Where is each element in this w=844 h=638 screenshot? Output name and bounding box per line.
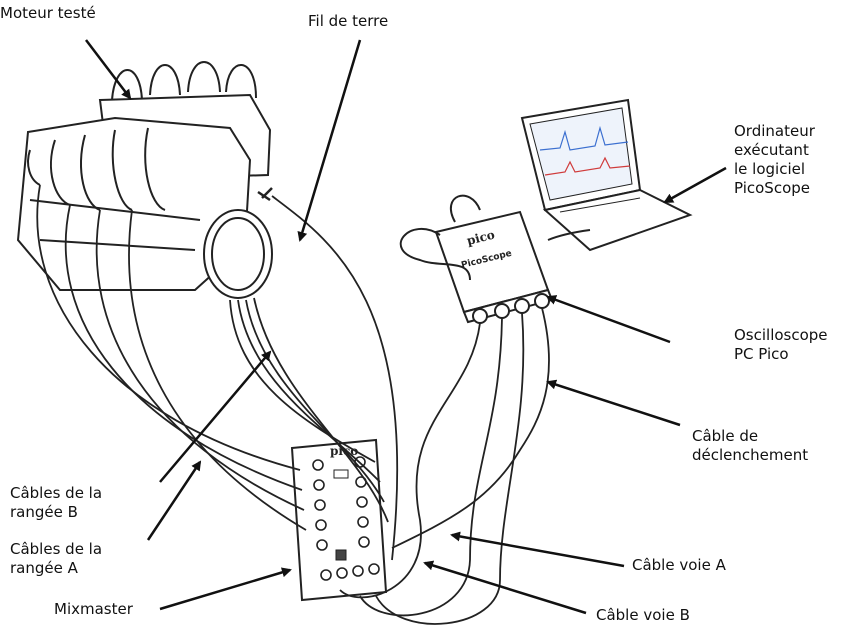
label-computer-line: PicoScope [734,179,815,198]
arrow-computer [665,168,726,202]
label-engine: Moteur testé [0,4,96,23]
label-row-b-line: Câbles de la [10,484,102,503]
label-row-a-cables: Câbles de la rangée A [10,540,102,578]
mixmaster-illustration [292,440,386,600]
arrow-oscilloscope [548,297,670,342]
label-computer-line: exécutant [734,141,815,160]
label-mixmaster-text: Mixmaster [54,600,133,619]
arrow-ground-wire [300,40,360,240]
label-channel-a-text: Câble voie A [632,556,726,575]
label-computer-line: Ordinateur [734,122,815,141]
mixmaster-brand-text: pico [330,444,358,458]
label-row-b-cables: Câbles de la rangée B [10,484,102,522]
arrow-mixmaster [160,570,290,609]
laptop-illustration [522,100,690,250]
label-trigger-cable: Câble de déclenchement [692,427,808,465]
label-computer-line: le logiciel [734,160,815,179]
label-trigger-line: Câble de [692,427,808,446]
label-oscilloscope-line: Oscilloscope [734,326,828,345]
label-channel-b-cable: Câble voie B [596,606,690,625]
label-computer: Ordinateur exécutant le logiciel PicoSco… [734,122,815,198]
arrow-row-a [148,462,200,540]
arrow-trigger-cable [548,382,680,425]
label-channel-a-cable: Câble voie A [632,556,726,575]
label-ground-wire-text: Fil de terre [308,12,388,31]
label-engine-text: Moteur testé [0,4,96,23]
label-trigger-line: déclenchement [692,446,808,465]
arrow-channel-b [425,563,586,613]
label-channel-b-text: Câble voie B [596,606,690,625]
label-ground-wire: Fil de terre [308,12,388,31]
label-oscilloscope-line: PC Pico [734,345,828,364]
label-row-b-line: rangée B [10,503,102,522]
arrow-row-b [160,352,270,482]
label-oscilloscope: Oscilloscope PC Pico [734,326,828,364]
label-row-a-line: Câbles de la [10,540,102,559]
engine-illustration [18,62,272,298]
arrow-engine [86,40,130,98]
label-row-a-line: rangée A [10,559,102,578]
label-mixmaster: Mixmaster [54,600,133,619]
arrow-channel-a [452,535,624,566]
